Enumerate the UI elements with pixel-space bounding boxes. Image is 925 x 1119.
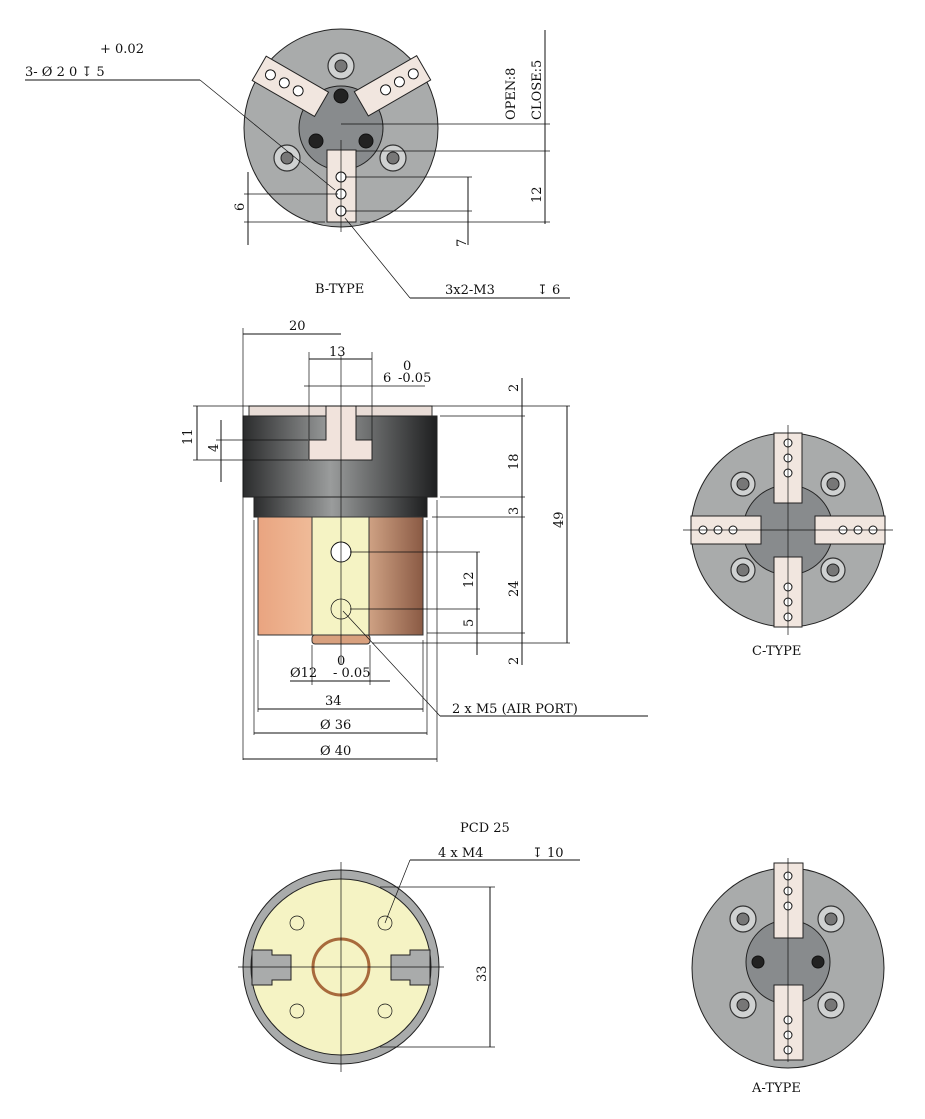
dim-7: 7: [455, 239, 470, 247]
a-type-label: A-TYPE: [751, 1081, 801, 1096]
pcd-label: PCD 25: [460, 821, 510, 836]
dim-6: 6: [233, 203, 248, 211]
dim-6: 6: [383, 371, 391, 386]
c-type-label: C-TYPE: [752, 644, 801, 659]
bolt-icon: [817, 991, 845, 1019]
bolt-icon: [820, 557, 846, 583]
jaw-bottom: [326, 149, 357, 223]
dim-12: 12: [462, 571, 477, 588]
open-stroke: OPEN:8: [504, 68, 519, 120]
side-view: 20 13 6 0 -0.05 2 18 3 24 2 49 12 5 11 4…: [181, 319, 648, 762]
b-type-view: + 0.02 3- Ø 2 0 ↧ 5 OPEN:8 CLOSE:5 12 6 …: [25, 28, 570, 299]
bolt-icon: [379, 144, 407, 172]
dim-24: 24: [507, 580, 522, 597]
a-type-view: A-TYPE: [691, 858, 885, 1096]
dim-18: 18: [507, 453, 522, 470]
c-type-view: C-TYPE: [683, 425, 893, 659]
bolt-icon: [730, 471, 756, 497]
bolt-icon: [729, 991, 757, 1019]
jaw-upper-right: [353, 55, 432, 117]
tol-upper: 0: [403, 359, 411, 374]
dim-3: 3: [507, 507, 522, 515]
b-type-label: B-TYPE: [315, 282, 364, 297]
mount-callout: 4 x M4: [438, 846, 483, 861]
bolt-icon: [730, 557, 756, 583]
tol-lower: -0.05: [398, 371, 431, 386]
dim-11: 11: [181, 428, 196, 445]
close-stroke: CLOSE:5: [530, 60, 545, 120]
dia-12-tol-lower: - 0.05: [333, 666, 370, 681]
dim-34: 34: [325, 694, 342, 709]
thread-depth: ↧ 6: [537, 283, 560, 298]
bolt-icon: [327, 52, 355, 80]
dim-20: 20: [289, 319, 306, 334]
dim-2-top: 2: [507, 384, 522, 392]
hole-callout: 3- Ø 2 0 ↧ 5: [25, 65, 105, 80]
dia-40: Ø 40: [320, 744, 351, 759]
dia-12: Ø12: [290, 666, 317, 681]
thread-callout: 3x2-M3: [445, 283, 495, 298]
bolt-icon: [273, 144, 301, 172]
mount-depth: ↧ 10: [532, 846, 564, 861]
air-port-callout: 2 x M5 (AIR PORT): [452, 702, 578, 717]
dim-13: 13: [329, 345, 346, 360]
dia-12-tol-upper: 0: [337, 654, 345, 669]
dim-49: 49: [552, 511, 567, 528]
bolt-icon: [729, 905, 757, 933]
dim-2-bottom: 2: [507, 657, 522, 665]
dim-12: 12: [530, 186, 545, 203]
dim-5: 5: [462, 619, 477, 627]
tolerance-upper: + 0.02: [100, 42, 144, 57]
jaw-upper-left: [251, 55, 330, 118]
dim-4: 4: [207, 444, 222, 452]
bottom-view: PCD 25 4 x M4 ↧ 10 33: [238, 821, 580, 1072]
bolt-icon: [820, 471, 846, 497]
dia-36: Ø 36: [320, 718, 351, 733]
bolt-icon: [817, 905, 845, 933]
dim-33: 33: [475, 965, 490, 982]
